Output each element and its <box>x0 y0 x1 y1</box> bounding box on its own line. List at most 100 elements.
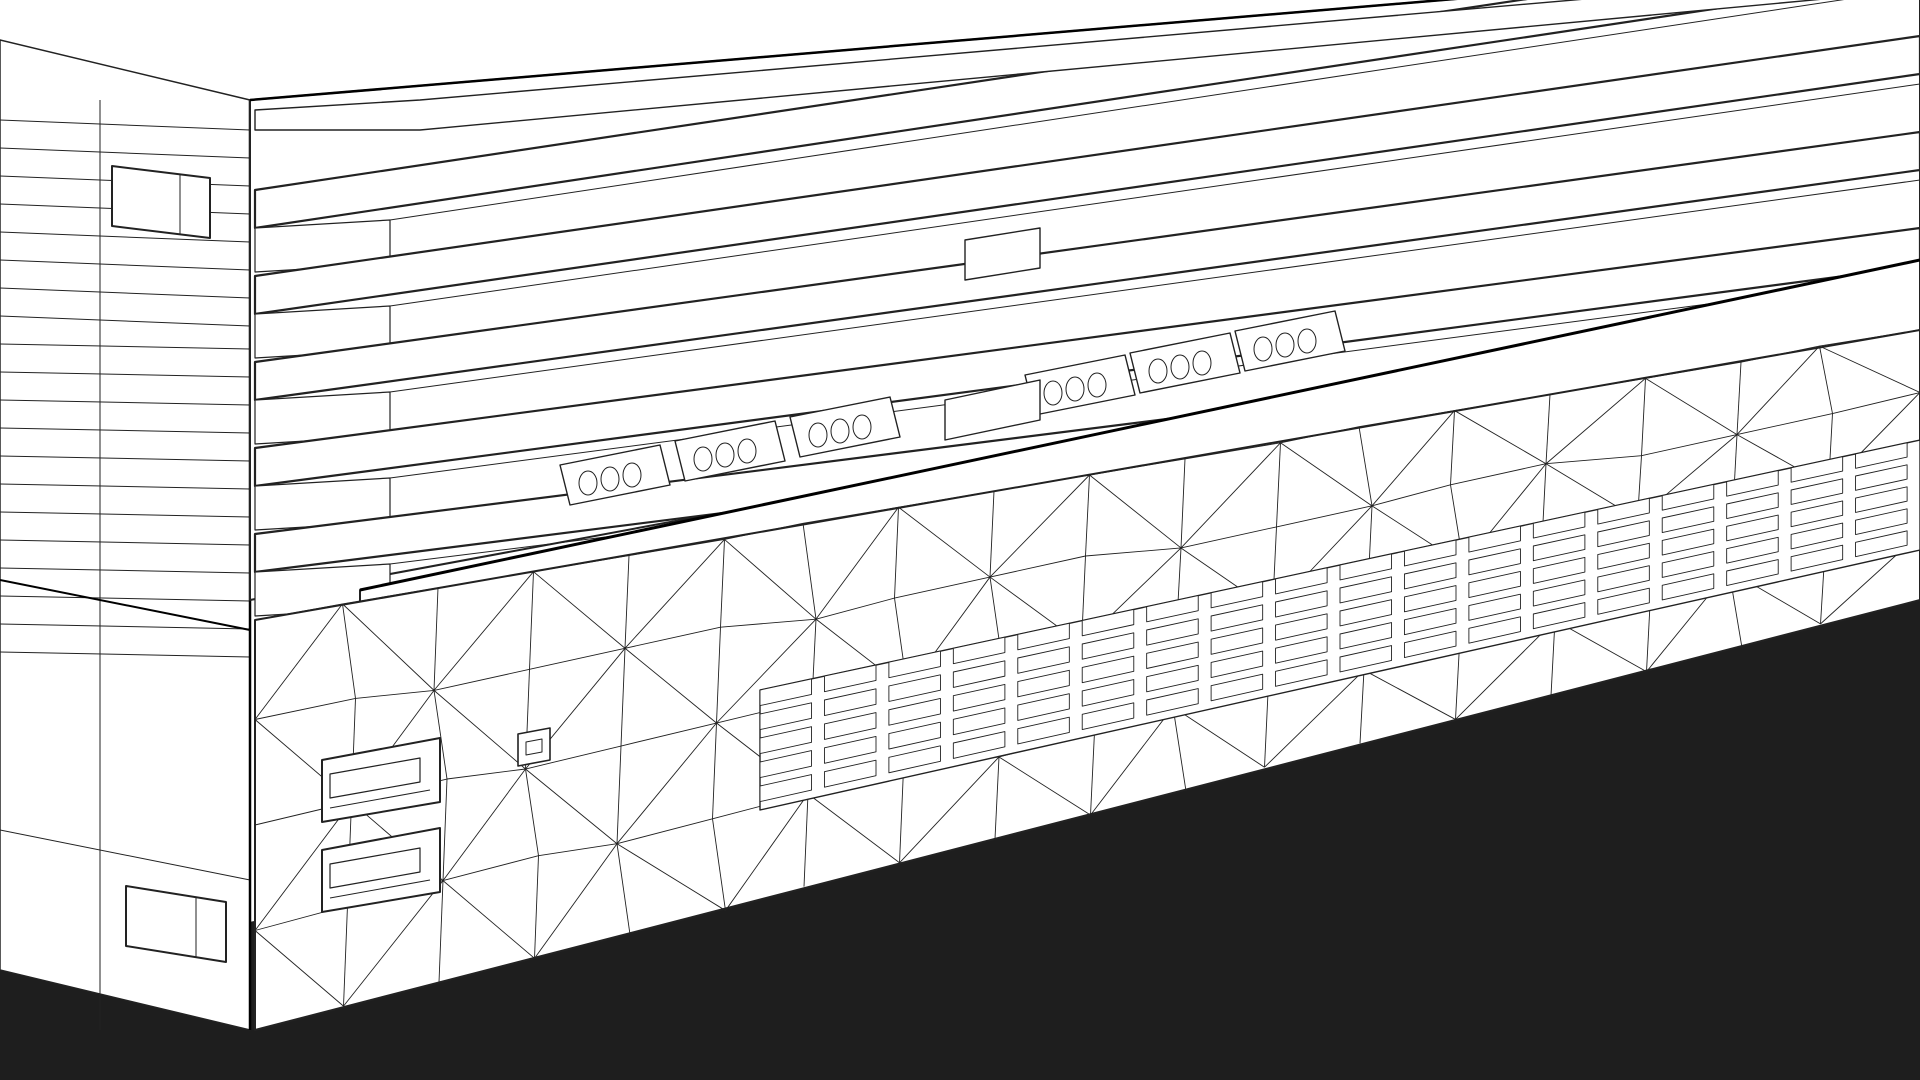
vent-slot <box>1081 679 1135 707</box>
mesh-edge <box>1264 669 1365 768</box>
vent-slot <box>1597 587 1650 615</box>
mesh-edge <box>343 905 348 1007</box>
connector-pin-icon <box>830 418 850 444</box>
left-panel-line <box>0 623 251 630</box>
left-panel-line <box>0 455 251 462</box>
mesh-edge <box>1455 619 1556 720</box>
mesh-edge <box>1736 345 1820 435</box>
mesh-edge <box>1180 442 1281 549</box>
mesh-edge <box>525 768 618 845</box>
vent-slot <box>1275 590 1328 618</box>
mesh-edge <box>616 722 717 845</box>
vent-slot <box>888 721 941 750</box>
connector-socket-icon <box>789 396 901 458</box>
mesh-edge <box>442 880 535 959</box>
slat-edge <box>389 179 1920 393</box>
mesh-edge <box>624 626 721 649</box>
vent-slot <box>1146 688 1199 716</box>
mesh-edge <box>438 880 444 983</box>
vent-slot <box>1726 470 1779 497</box>
mesh-edge <box>724 522 804 540</box>
vent-slot <box>1017 693 1070 721</box>
vent-slot <box>1468 571 1521 599</box>
mesh-edge <box>343 880 444 1007</box>
vent-slot <box>1081 632 1135 660</box>
vent-slot <box>1146 641 1199 669</box>
mesh-edge <box>1276 442 1281 527</box>
mesh-edge <box>1832 392 1920 414</box>
connector-socket-icon <box>674 420 786 482</box>
vent-slot <box>952 636 1006 665</box>
connector-pin-icon <box>1192 350 1212 376</box>
status-led-core <box>525 738 543 756</box>
vent-slot <box>1597 542 1650 570</box>
connector-pin-icon <box>600 466 620 492</box>
mesh-edge <box>533 571 626 649</box>
mesh-edge <box>1455 645 1460 720</box>
connector-pin-icon <box>852 414 872 440</box>
mesh-edge <box>1276 505 1373 528</box>
vent-slot <box>1532 579 1586 607</box>
usb-port-icon <box>321 827 441 913</box>
vent-slot <box>1210 627 1264 655</box>
left-panel-line <box>0 829 251 881</box>
mesh-edge <box>1740 345 1820 363</box>
mesh-edge <box>1819 346 1833 414</box>
vent-slot <box>1790 500 1844 528</box>
slat-edge <box>389 83 1920 307</box>
connector-pin-icon <box>693 446 713 472</box>
vent-slot <box>1726 536 1779 564</box>
mesh-edge <box>1363 669 1456 720</box>
vent-slot <box>1017 646 1070 674</box>
mesh-edge <box>712 818 726 911</box>
mesh-edge <box>254 801 352 931</box>
mesh-edge <box>1819 345 1920 393</box>
usb-port-edge <box>329 789 431 809</box>
mesh-edge <box>1645 377 1738 435</box>
connector-socket-icon <box>1024 354 1136 416</box>
vent-slot <box>952 683 1006 712</box>
mesh-edge <box>1736 362 1742 435</box>
vent-slot <box>1597 497 1650 525</box>
connector-pin-icon <box>737 438 757 464</box>
mesh-edge <box>616 745 622 844</box>
vent-slot <box>1146 618 1199 646</box>
vent-slot <box>952 707 1006 736</box>
vent-slot <box>1403 607 1457 636</box>
mesh-edge <box>620 722 717 747</box>
mesh-edge <box>989 474 1090 578</box>
vent-slot <box>759 774 813 803</box>
slat-band <box>253 226 1920 488</box>
vent-slot <box>1275 613 1328 641</box>
mesh-edge <box>342 587 439 605</box>
vent-slot <box>1403 539 1457 567</box>
vent-slot <box>1275 567 1328 595</box>
connector-pin-icon <box>808 422 828 448</box>
mesh-edge <box>628 539 725 556</box>
left-panel-line <box>0 511 251 518</box>
mesh-edge <box>342 603 356 699</box>
mesh-edge <box>1545 394 1551 464</box>
connector-pin-icon <box>1065 376 1085 402</box>
vent-slot <box>1081 702 1135 731</box>
mesh-edge <box>1450 463 1547 486</box>
mesh-edge <box>616 843 726 911</box>
vent-slot <box>1403 630 1457 658</box>
mesh-edge <box>1819 329 1920 347</box>
left-panel-line <box>0 595 251 602</box>
vent-slot <box>1790 478 1844 505</box>
mesh-edge <box>254 930 344 1007</box>
connector-block <box>964 227 1041 281</box>
mesh-edge <box>624 555 630 649</box>
mesh-edge <box>342 603 435 691</box>
mesh-edge <box>442 855 539 882</box>
left-panel-line <box>0 259 251 271</box>
mesh-edge <box>433 587 439 691</box>
mesh-edge <box>807 793 900 864</box>
vent-slot <box>1210 673 1264 702</box>
mesh-edge <box>1371 484 1451 507</box>
left-panel-line <box>0 315 251 327</box>
usb-port-icon <box>321 737 441 823</box>
mesh-edge <box>1085 474 1090 557</box>
left-panel-line <box>0 371 251 378</box>
